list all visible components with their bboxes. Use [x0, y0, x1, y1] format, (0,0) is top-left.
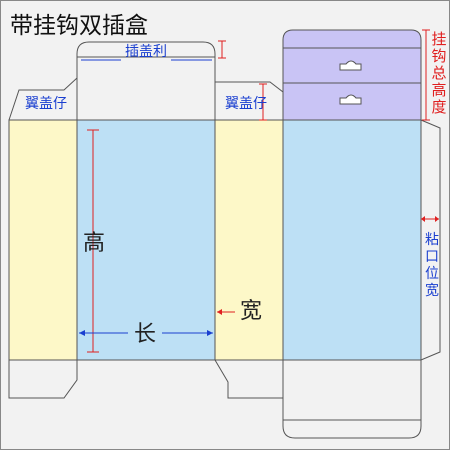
front-panel: [76, 119, 216, 361]
hang-hole-1: [339, 60, 362, 71]
length-arrowhead-left: [79, 330, 85, 336]
hanger-height-label: 挂钩总高度: [431, 30, 446, 116]
length-arrowhead-right: [207, 330, 213, 336]
bottom-dust-flap-right: [214, 359, 284, 399]
height-label: 高: [83, 231, 105, 256]
diagram-title: 带挂钩双插盒: [10, 13, 148, 39]
bottom-tuck-flap: [282, 360, 422, 439]
glue-flap: [420, 119, 441, 361]
width-arrowhead: [217, 309, 222, 315]
dust-flap-left-label: 翼盖仔: [25, 96, 67, 112]
hanger-tab: [282, 29, 422, 121]
side-panel-left: [8, 119, 78, 361]
glue-arrowhead-left: [421, 216, 425, 222]
dust-flap-right-label: 翼盖仔: [225, 96, 267, 112]
top-tuck-flap: [76, 41, 216, 120]
back-panel: [282, 119, 422, 361]
glue-width-label: 粘口位宽: [425, 232, 439, 299]
width-label: 宽: [240, 299, 262, 324]
top-dust-flap-left: [8, 76, 78, 121]
tuck-flap-label: 插盖利: [125, 44, 167, 60]
length-label: 长: [134, 322, 156, 347]
hang-hole-2: [339, 94, 362, 105]
glue-arrowhead-right: [435, 216, 439, 222]
bottom-dust-flap-left: [8, 360, 78, 399]
side-panel-right: [214, 119, 284, 361]
